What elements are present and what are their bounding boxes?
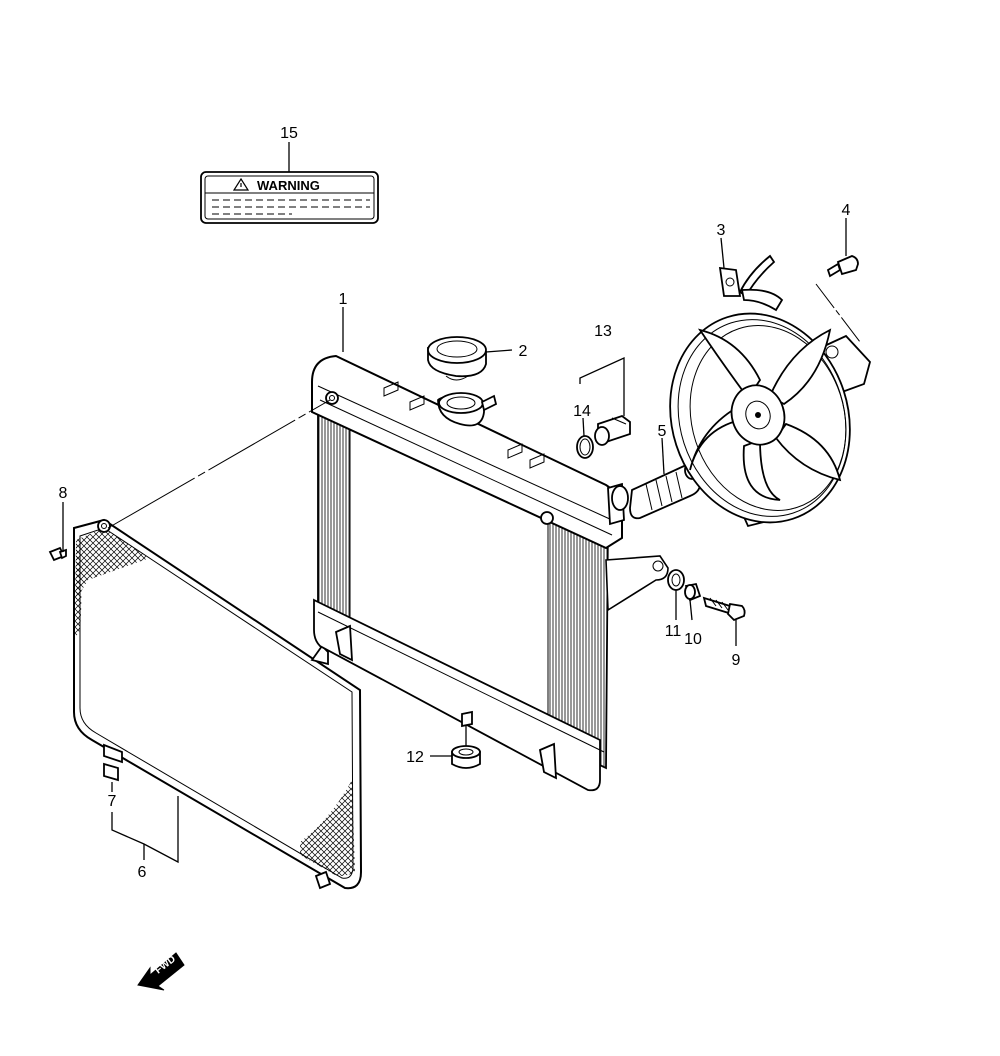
callout-3: 3 xyxy=(717,222,726,239)
radiator-screen xyxy=(73,518,363,890)
callout-14: 14 xyxy=(573,403,591,420)
callout-5: 5 xyxy=(658,423,667,440)
thermo-switch xyxy=(594,414,631,446)
mount-grommet xyxy=(667,569,685,591)
callout-numbers: 15 1 2 3 4 13 14 5 8 11 10 9 12 7 6 xyxy=(59,125,851,881)
callout-13: 13 xyxy=(594,323,612,340)
warning-label: WARNING xyxy=(200,171,379,224)
callout-8: 8 xyxy=(59,485,68,502)
callout-10: 10 xyxy=(684,631,702,648)
screen-clip xyxy=(103,762,119,782)
screen-screw xyxy=(48,546,67,562)
callout-2: 2 xyxy=(519,343,528,360)
cooling-fan xyxy=(669,254,871,528)
o-ring xyxy=(576,435,594,459)
callout-9: 9 xyxy=(732,652,741,669)
fan-bolt xyxy=(826,255,859,278)
radiator-cap xyxy=(427,336,487,381)
fwd-arrow-icon: FWD xyxy=(137,952,185,991)
callout-11: 11 xyxy=(665,623,682,640)
callout-12: 12 xyxy=(406,749,424,766)
callout-1: 1 xyxy=(339,291,348,308)
warning-label-text: WARNING xyxy=(257,178,320,193)
mount-bolt xyxy=(702,596,746,622)
leader-lines xyxy=(62,142,861,864)
warning-triangle-icon xyxy=(232,177,250,191)
callout-4: 4 xyxy=(842,202,851,219)
collar xyxy=(684,582,702,602)
callout-15: 15 xyxy=(280,125,298,142)
bottom-cushion xyxy=(451,745,481,769)
radiator xyxy=(311,354,669,792)
callout-6: 6 xyxy=(138,864,147,881)
callout-7: 7 xyxy=(108,793,117,810)
